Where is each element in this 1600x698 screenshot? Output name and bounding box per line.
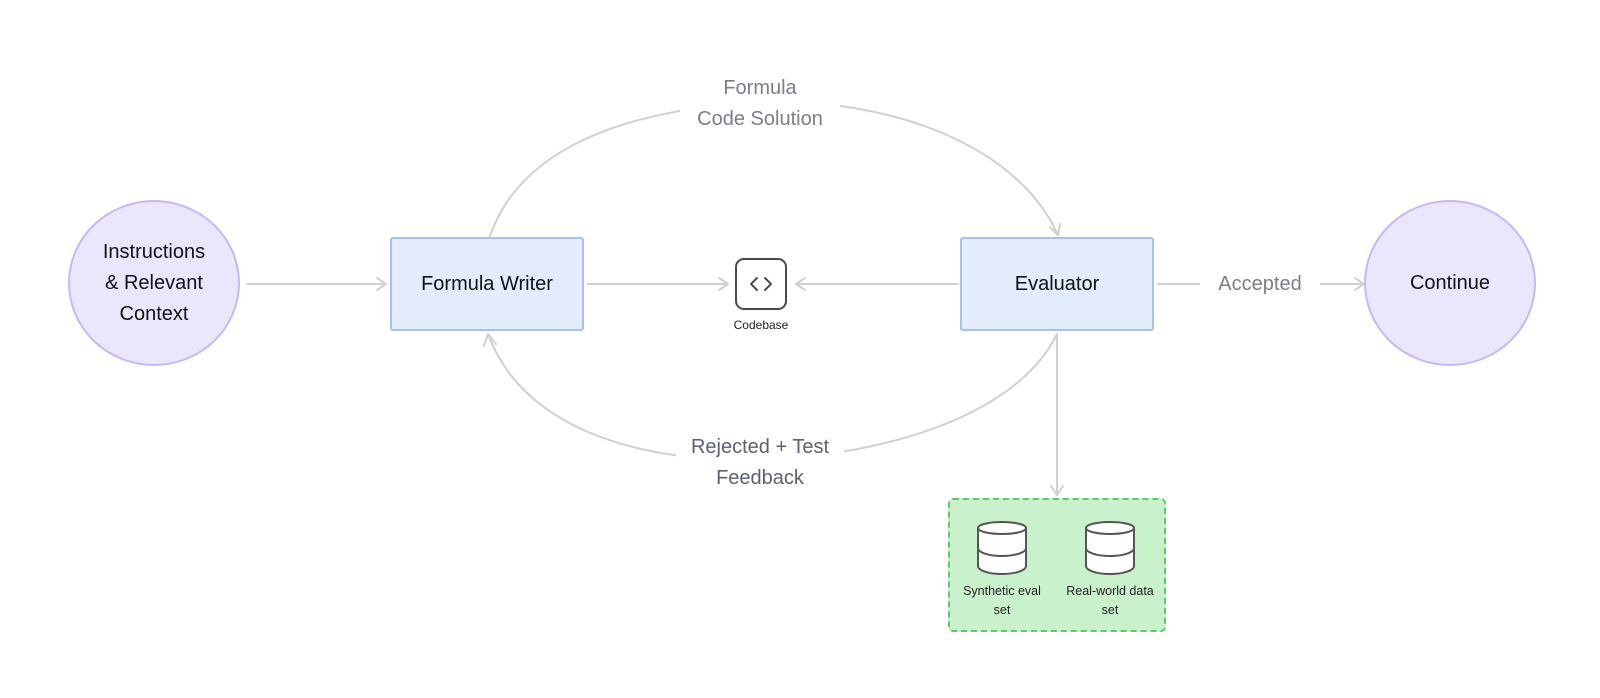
accepted-label: Accepted bbox=[1200, 269, 1320, 300]
instructions-node: Instructions & Relevant Context bbox=[68, 200, 240, 366]
database-icon bbox=[977, 521, 1027, 575]
database-icon bbox=[1085, 521, 1135, 575]
top-arc-label: Formula Code Solution bbox=[680, 73, 840, 135]
codebase-label: Codebase bbox=[733, 318, 789, 332]
edge-evaluator-to-datastore bbox=[1050, 333, 1064, 496]
instructions-label: Instructions & Relevant Context bbox=[102, 240, 206, 325]
evaluator-node: Evaluator bbox=[960, 237, 1154, 331]
evaluator-label: Evaluator bbox=[1014, 272, 1100, 295]
code-icon bbox=[735, 258, 787, 310]
dataset-synthetic-label: Synthetic eval set bbox=[963, 584, 1041, 617]
continue-node: Continue bbox=[1364, 200, 1536, 366]
dataset-synthetic: Synthetic eval set bbox=[952, 520, 1052, 620]
edge-writer-to-codebase bbox=[587, 277, 729, 291]
dataset-real-world: Real-world data set bbox=[1060, 520, 1160, 620]
continue-label: Continue bbox=[1409, 271, 1491, 294]
bottom-arc-label: Rejected + Test Feedback bbox=[676, 432, 844, 494]
edge-evaluator-to-codebase bbox=[795, 277, 959, 291]
formula-writer-label: Formula Writer bbox=[421, 272, 553, 295]
dataset-real-world-label: Real-world data set bbox=[1066, 584, 1154, 617]
edge-instructions-to-writer bbox=[246, 277, 387, 291]
formula-writer-node: Formula Writer bbox=[390, 237, 584, 331]
datasets-group: Synthetic eval set Real-world data set bbox=[948, 498, 1166, 632]
